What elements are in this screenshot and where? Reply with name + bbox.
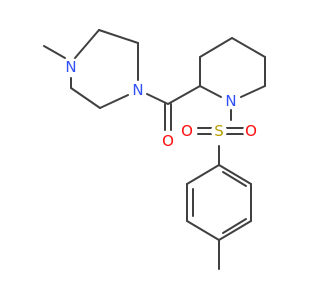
atom-symbol: O [245,122,257,140]
bond-carbonyl-c-ring [167,85,201,105]
atom-symbol: N [65,58,76,76]
atom-o-sulfonyl-right: O [243,122,259,140]
bond-pipd-n-c2 [199,85,222,98]
bond-pipd-c6-n [240,85,266,98]
atom-symbol: O [162,132,174,150]
atom-symbol: N [225,92,236,110]
atom-symbol: N [132,81,143,99]
atom-s-sulfonyl: S [211,122,227,140]
bond-pipd-c3-c4 [199,37,233,58]
atom-o-sulfonyl-left: O [179,122,195,140]
bond-aryl-c1-c2 [186,164,220,185]
atom-n-amide-piperazine: N [130,81,146,99]
bond-pip-c-c-bottom [70,87,101,109]
bond-methyl-n [43,45,66,59]
bond-aryl-c6-c1 [218,164,252,185]
bond-pip-n4-c [74,29,100,59]
molecule-structure: N N O N S O O [43,29,266,270]
bond-pip-n1-c [99,94,129,109]
bond-aryl-inner-2 [222,218,247,234]
bond-aryl-inner-3 [222,171,247,187]
bond-aryl-c4-c5 [218,220,252,241]
bond-pip-c-c-top [98,29,139,44]
bond-n-carbonyl-c [146,93,169,105]
atom-symbol: O [181,122,193,140]
atom-symbol: S [214,122,224,140]
bond-pipd-c4-c5 [231,37,266,58]
atom-n-piperidine: N [223,92,239,110]
atom-n-methyl-piperazine: N [63,58,79,76]
atom-o-carbonyl: O [160,132,176,150]
bond-aryl-c3-c4 [186,220,220,241]
